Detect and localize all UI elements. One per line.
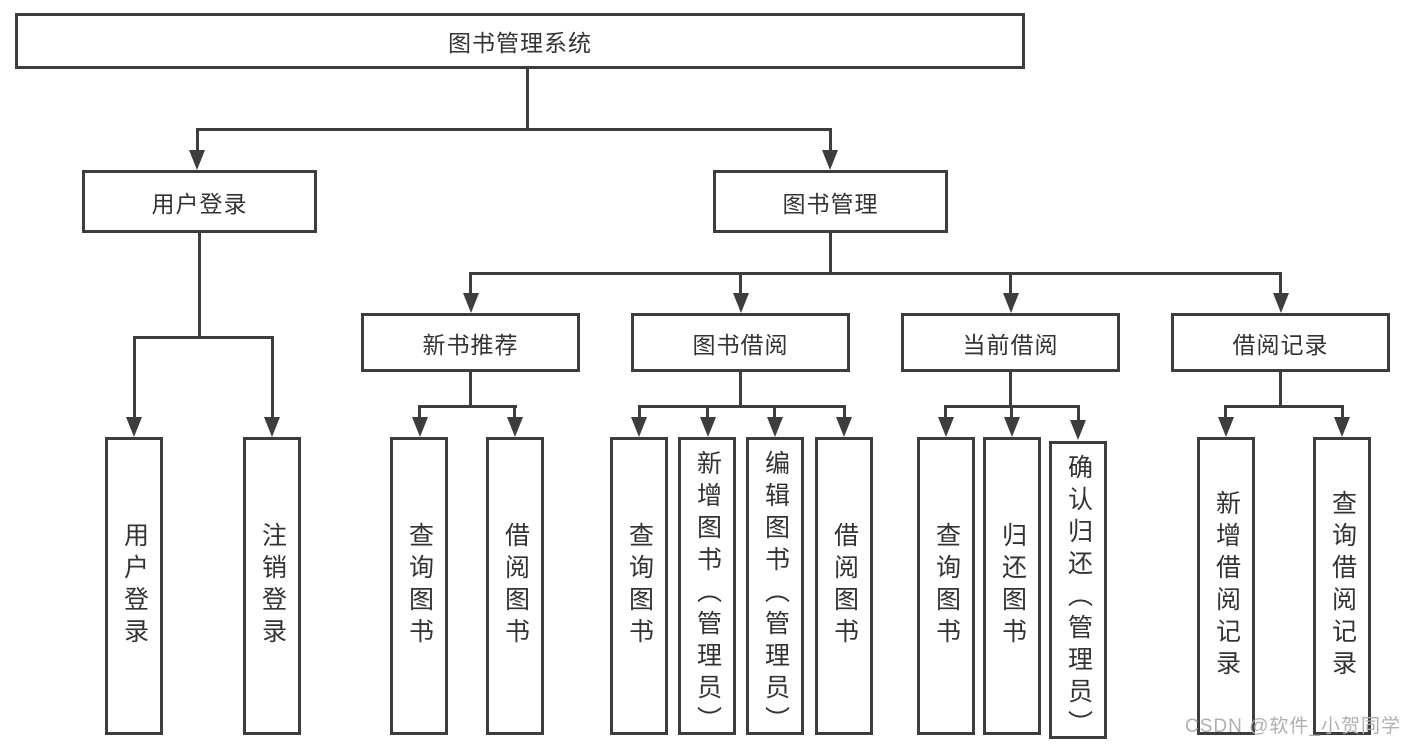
arrow-down-icon: [733, 293, 749, 313]
arrow-down-icon: [507, 417, 523, 437]
leaf-bb-add-books-admin-label: 新增图书（管理员）: [693, 450, 722, 738]
connector-leaf-stem: [1009, 272, 1012, 295]
connector-newbook-group-stem: [469, 372, 472, 405]
arrow-down-icon: [700, 417, 716, 437]
leaf-br-add-record-label: 新增借阅记录: [1212, 490, 1241, 682]
connector-root-bar: [197, 128, 832, 131]
leaf-cb-query-books: 查询图书: [917, 437, 975, 735]
connector-leaf-stem: [773, 405, 776, 421]
node-new-book-recommendation: 新书推荐: [361, 313, 580, 372]
connector-login-group-bar: [133, 336, 274, 339]
leaf-bb-query-books-label: 查询图书: [625, 522, 654, 650]
leaf-cb-query-books-label: 查询图书: [932, 522, 961, 650]
arrow-down-icon: [938, 417, 954, 437]
connector-leaf-stem: [133, 336, 136, 419]
arrow-down-icon: [264, 417, 280, 437]
leaf-bb-borrow-books-label: 借阅图书: [830, 522, 859, 650]
node-user-login: 用户登录: [82, 170, 317, 233]
leaf-bb-edit-books-admin-label: 编辑图书（管理员）: [761, 450, 790, 738]
node-current-borrowing-label: 当前借阅: [962, 331, 1059, 358]
connector-bookborrow-group-bar: [638, 405, 846, 408]
arrow-down-icon: [767, 417, 783, 437]
arrow-down-icon: [1218, 417, 1234, 437]
csdn-watermark: CSDN @软件_小贺同学: [1185, 716, 1401, 737]
arrow-down-icon: [412, 417, 428, 437]
leaf-cb-return-books-label: 归还图书: [998, 522, 1027, 650]
leaf-logout-label: 注销登录: [258, 522, 287, 650]
arrow-down-icon: [1273, 293, 1289, 313]
connector-leaf-stem: [638, 405, 641, 421]
connector-leaf-stem: [1224, 405, 1227, 421]
connector-records-group-stem: [1279, 372, 1282, 405]
connector-currentborrow-group-stem: [1009, 372, 1012, 405]
arrow-down-icon: [1003, 293, 1019, 313]
connector-leaf-stem: [418, 405, 421, 421]
arrow-down-icon: [836, 417, 852, 437]
node-root-label: 图书管理系统: [448, 30, 592, 56]
leaf-bb-edit-books-admin: 编辑图书（管理员）: [746, 437, 804, 738]
arrow-down-icon: [126, 417, 142, 437]
connector-records-group-bar: [1224, 405, 1344, 408]
node-borrowing-records: 借阅记录: [1171, 313, 1390, 372]
leaf-logout: 注销登录: [243, 437, 301, 735]
leaf-bb-add-books-admin: 新增图书（管理员）: [678, 437, 736, 738]
arrow-down-icon: [1070, 420, 1086, 440]
node-book-management: 图书管理: [713, 170, 948, 233]
connector-newbook-group-bar: [418, 405, 517, 408]
connector-login-group-stem: [198, 233, 201, 336]
connector-leaf-stem: [706, 405, 709, 421]
leaf-br-add-record: 新增借阅记录: [1197, 437, 1255, 735]
connector-leaf-stem: [1341, 405, 1344, 421]
arrow-down-icon: [1004, 417, 1020, 437]
connector-leaf-stem: [469, 272, 472, 295]
leaf-cb-confirm-return-admin: 确认归还（管理员）: [1049, 441, 1107, 742]
node-new-book-recommendation-label: 新书推荐: [422, 331, 519, 358]
leaf-br-query-record: 查询借阅记录: [1313, 437, 1371, 735]
arrow-down-icon: [631, 417, 647, 437]
leaf-bb-borrow-books: 借阅图书: [815, 437, 873, 735]
connector-leaf-stem: [513, 405, 516, 421]
node-current-borrowing: 当前借阅: [901, 313, 1120, 372]
leaf-nb-borrow-books: 借阅图书: [486, 437, 544, 735]
arrow-down-icon: [189, 150, 205, 170]
node-user-login-label: 用户登录: [151, 190, 248, 217]
connector-user-login-stem: [196, 128, 199, 154]
arrow-down-icon: [822, 150, 838, 170]
connector-leaf-stem: [739, 272, 742, 295]
node-root: 图书管理系统: [15, 13, 1025, 69]
arrow-down-icon: [463, 293, 479, 313]
connector-leaf-stem: [843, 405, 846, 421]
connector-book-mgmt-stem: [829, 128, 832, 154]
node-book-borrowing-label: 图书借阅: [692, 331, 789, 358]
node-book-management-label: 图书管理: [782, 190, 879, 217]
leaf-nb-query-books-label: 查询图书: [405, 522, 434, 650]
connector-leaf-stem: [1279, 272, 1282, 295]
connector-leaf-stem: [944, 405, 947, 421]
leaf-user-login: 用户登录: [105, 437, 163, 735]
leaf-cb-confirm-return-admin-label: 确认归还（管理员）: [1064, 454, 1093, 742]
leaf-user-login-label: 用户登录: [120, 522, 149, 650]
node-book-borrowing: 图书借阅: [631, 313, 850, 372]
connector-bookborrow-group-stem: [739, 372, 742, 405]
arrow-down-icon: [1334, 417, 1350, 437]
connector-bookmgmt-group-bar: [469, 272, 1282, 275]
connector-leaf-stem: [1077, 405, 1080, 421]
connector-bookmgmt-group-stem: [829, 233, 832, 272]
leaf-nb-borrow-books-label: 借阅图书: [501, 522, 530, 650]
leaf-bb-query-books: 查询图书: [610, 437, 668, 735]
leaf-cb-return-books: 归还图书: [983, 437, 1041, 735]
leaf-br-query-record-label: 查询借阅记录: [1328, 490, 1357, 682]
connector-root-stem: [526, 69, 529, 128]
node-borrowing-records-label: 借阅记录: [1232, 331, 1329, 358]
connector-leaf-stem: [271, 336, 274, 419]
leaf-nb-query-books: 查询图书: [390, 437, 448, 735]
connector-leaf-stem: [1010, 405, 1013, 421]
